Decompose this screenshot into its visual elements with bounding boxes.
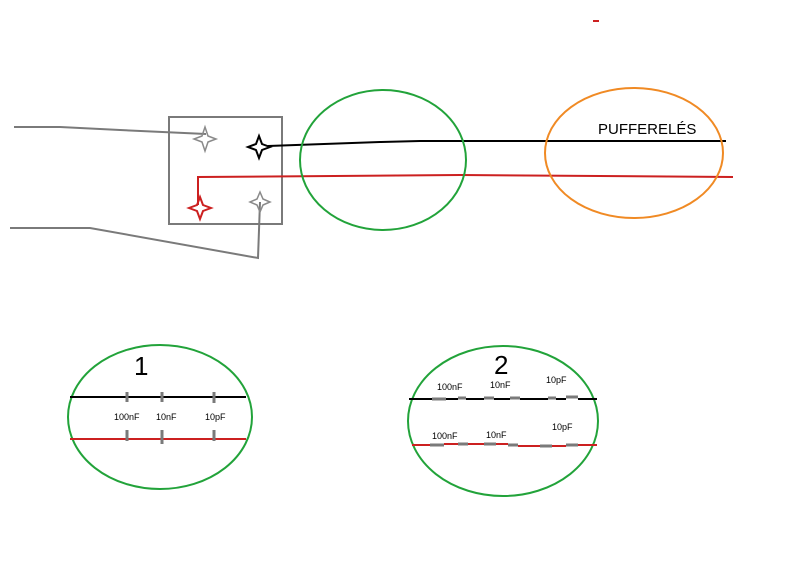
capacitor-label: 100nF [437,382,463,392]
pin-grey-top-icon [191,124,219,154]
capacitor-label: 10pF [546,375,567,385]
panel-2-ellipse [407,345,599,497]
pin-red-icon [186,194,214,222]
input-cable-top [14,126,207,135]
capacitor-label: 10pF [205,412,226,422]
panel-1-ellipse [67,344,253,490]
pin-grey-bottom-icon [248,190,272,214]
panel-2: 2 100nF 10nF 10pF 100nF 10nF 10p [407,345,599,497]
panel-1-number: 1 [134,351,148,381]
buffer-title: PUFFERELÉS [598,121,696,138]
capacitor-label: 10nF [490,380,511,390]
supply-line [197,173,734,205]
capacitor-label: 10nF [486,430,507,440]
buffer-ellipse [544,87,724,219]
connector-box [168,116,283,225]
capacitor-label: 100nF [114,412,140,422]
panel-1: 1 100nF 10nF 10pF [67,344,253,490]
capacitor-label: 100nF [432,431,458,441]
capacitor-label: 10pF [552,422,573,432]
capacitor-label: 10nF [156,412,177,422]
green-highlight-ellipse [299,89,467,231]
pin-black-icon [245,133,273,161]
signal-line [267,140,726,147]
panel-2-number: 2 [494,350,508,380]
input-cable-bottom [10,201,261,260]
stray-mark [593,20,599,22]
